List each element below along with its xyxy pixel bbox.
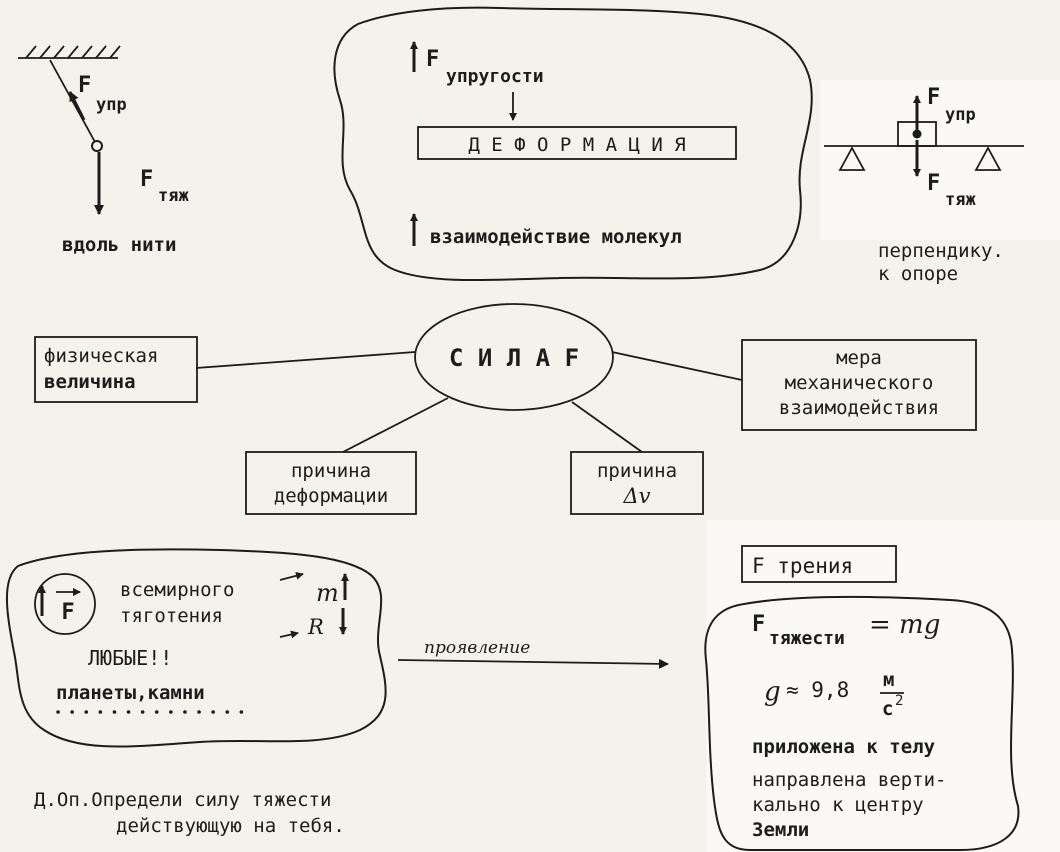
gravity-circle bbox=[34, 573, 96, 635]
elastic-force-arrow bbox=[68, 91, 86, 121]
physical-line2: величина bbox=[44, 371, 136, 393]
thread-weight-label: F bbox=[140, 167, 153, 192]
gravitation-outline bbox=[6, 548, 387, 748]
r-vector-icon bbox=[279, 630, 299, 639]
manifestation-link: проявление bbox=[397, 638, 669, 669]
weight-formula-rhs: = mg bbox=[869, 610, 940, 640]
cause-deformation-box bbox=[245, 451, 417, 515]
friction-box bbox=[741, 545, 897, 583]
support-caption-line2: к опоре bbox=[878, 263, 958, 285]
measure-line1: мера bbox=[836, 347, 882, 369]
cloud-outline bbox=[333, 6, 813, 282]
gravity-line1: всемирного bbox=[120, 579, 234, 601]
g-unit-power: 2 bbox=[895, 693, 903, 709]
measure-line3: взаимодействия bbox=[779, 397, 939, 419]
deformation-text: Д Е Ф О Р М А Ц И Я bbox=[468, 134, 685, 156]
thread-force-sub: упр bbox=[96, 95, 127, 115]
direction-line1: направлена верти- bbox=[752, 769, 946, 791]
paper-patch bbox=[820, 80, 1060, 240]
support-weight-sub: тяж bbox=[945, 190, 976, 210]
direction-line2: кально к центру bbox=[752, 794, 924, 816]
cause-velocity-line2: Δv bbox=[622, 484, 650, 508]
elastic-title-sub: упругости bbox=[446, 66, 544, 87]
link-cause-deformation bbox=[342, 397, 449, 453]
friction-title: F трения bbox=[752, 554, 853, 578]
direction-line3: Земли bbox=[752, 819, 809, 841]
g-value: ≈ 9,8 bbox=[786, 678, 849, 702]
g-unit-denominator: с bbox=[882, 698, 893, 720]
homework: Д.Оп.Определи силу тяжести действующую н… bbox=[34, 789, 345, 837]
gravity-any: ЛЮБЫЕ!! bbox=[88, 646, 172, 670]
gravity-symbol: F bbox=[61, 600, 74, 625]
cause-deformation-line2: деформации bbox=[274, 485, 388, 507]
radius-label: R bbox=[307, 615, 324, 639]
ceiling-hatching bbox=[25, 45, 121, 59]
measure-line2: механического bbox=[785, 372, 934, 394]
cause-velocity-line1: причина bbox=[597, 460, 677, 482]
right-support-icon bbox=[974, 146, 1002, 171]
mass-label: m bbox=[316, 579, 339, 607]
thread-diagram: F упр F тяж вдоль нити bbox=[18, 45, 189, 256]
g-symbol: g bbox=[764, 677, 781, 707]
g-unit-numerator: м bbox=[883, 669, 894, 691]
homework-line1: Д.Оп.Определи силу тяжести bbox=[34, 789, 331, 811]
gravity-line2: тяготения bbox=[120, 605, 223, 627]
load-point bbox=[91, 140, 103, 152]
thread-weight-sub: тяж bbox=[158, 186, 189, 206]
support-caption-line1: перпендику. bbox=[878, 240, 1004, 262]
m-vector-icon bbox=[279, 571, 304, 581]
elastic-title-label: F bbox=[426, 47, 439, 72]
weight-formula-sub: тяжести bbox=[769, 628, 845, 649]
support-force-sub: упр bbox=[945, 105, 976, 125]
thread-caption: вдоль нити bbox=[62, 234, 176, 256]
support-weight-label: F bbox=[927, 171, 940, 196]
central-title: С И Л А F bbox=[449, 344, 579, 372]
block-center-point bbox=[912, 129, 922, 139]
support-force-label: F bbox=[927, 85, 940, 110]
left-support-icon bbox=[838, 146, 866, 171]
thread-force-label: F bbox=[78, 73, 91, 98]
molecules-text: взаимодействие молекул bbox=[430, 226, 682, 248]
elastic-force-cloud: F упругости Д Е Ф О Р М А Ц И Я взаимоде… bbox=[333, 6, 813, 282]
manifestation-label: проявление bbox=[424, 638, 530, 658]
link-cause-velocity bbox=[571, 401, 643, 453]
physical-quantity-box bbox=[34, 336, 198, 403]
central-ellipse bbox=[414, 303, 614, 411]
paper-patch-bottom bbox=[706, 520, 1060, 852]
manifestation-arrow bbox=[397, 658, 669, 669]
physical-line1: физическая bbox=[44, 345, 158, 367]
measure-box bbox=[741, 339, 977, 431]
link-measure bbox=[611, 351, 743, 381]
weight-panel: F трения F тяжести = mg g ≈ 9,8 м с 2 пр… bbox=[704, 520, 1060, 852]
gravitation-cloud: F всемирного тяготения m R ЛЮБЫЕ!! плане… bbox=[6, 548, 387, 748]
cause-velocity-box bbox=[570, 451, 704, 515]
support-diagram: F упр F тяж перпендику. к опоре bbox=[820, 80, 1060, 285]
central-concept: С И Л А F физическая величина мера механ… bbox=[34, 303, 977, 515]
gravity-examples: планеты,камни bbox=[56, 682, 205, 704]
weight-outline bbox=[704, 595, 1020, 851]
applied-text: приложена к телу bbox=[752, 736, 935, 758]
link-physical bbox=[195, 351, 416, 369]
cause-deformation-line1: причина bbox=[291, 460, 371, 482]
weight-formula-label: F bbox=[752, 612, 765, 637]
deformation-box bbox=[417, 126, 737, 160]
homework-line2: действующую на тебя. bbox=[116, 815, 345, 837]
